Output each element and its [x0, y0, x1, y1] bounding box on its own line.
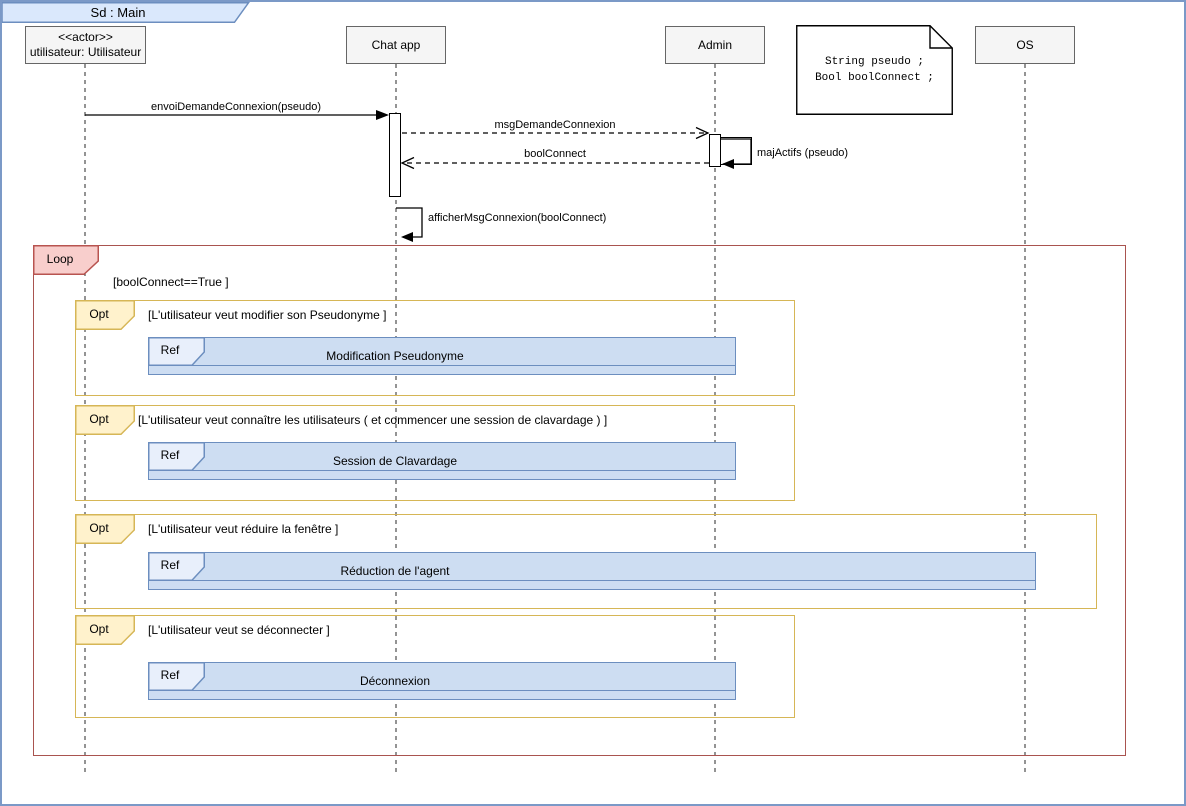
arrowhead-msgDemandeConnexion	[695, 126, 710, 140]
opt-frame-1	[75, 300, 795, 396]
note-shape	[796, 25, 953, 115]
opt-1-condition: [L'utilisateur veut modifier son Pseudon…	[148, 308, 387, 322]
diagram-title: Sd : Main	[90, 5, 146, 20]
activation-admin	[709, 134, 721, 167]
opt-3-label-text: Opt	[89, 521, 109, 535]
ref-divider	[149, 690, 735, 691]
ref-divider	[149, 470, 735, 471]
ref-4-text: Déconnexion	[359, 674, 431, 688]
arrowhead-afficherMsgConnexion	[401, 232, 413, 242]
note-line1: String pseudo ;	[824, 56, 925, 68]
loop-condition: [boolConnect==True ]	[113, 275, 229, 289]
arrow-afficherMsgConnexion-self	[396, 207, 423, 238]
ref-4-label: Ref	[147, 661, 205, 691]
ref-modification-pseudonyme: Ref Modification Pseudonyme	[147, 336, 736, 375]
loop-frame-label: Loop	[33, 245, 99, 275]
note-line2: Bool boolConnect ;	[815, 72, 934, 84]
ref-1-label-text: Ref	[160, 343, 180, 357]
message-label-msgDemandeConnexion: msgDemandeConnexion	[494, 119, 616, 131]
ref-reduction-agent: Ref Réduction de l'agent	[147, 551, 1036, 590]
opt-1-label-text: Opt	[89, 307, 109, 321]
actor-stereotype: <<actor>>	[58, 30, 113, 44]
lifeline-head-admin: Admin	[665, 26, 765, 64]
message-label-majActifs: majActifs (pseudo)	[757, 147, 849, 159]
opt-frame-3	[75, 514, 1097, 609]
opt-frame-2	[75, 405, 795, 501]
opt-frame-1-label: Opt	[75, 300, 135, 330]
ref-divider	[149, 365, 735, 366]
ref-1-text: Modification Pseudonyme	[326, 349, 464, 363]
lifeline-label-os: OS	[1016, 37, 1034, 52]
diagram-title-tab	[2, 2, 250, 23]
opt-4-label-text: Opt	[89, 622, 109, 636]
message-arrows	[85, 110, 752, 242]
ref-deconnexion: Ref Déconnexion	[147, 661, 736, 700]
activation-chat-app	[389, 113, 401, 197]
lifeline-head-chat-app: Chat app	[346, 26, 446, 64]
ref-1-label: Ref	[147, 336, 205, 366]
lifeline-label-admin: Admin	[697, 37, 732, 52]
ref-3-label-text: Ref	[160, 558, 180, 572]
opt-frame-2-label: Opt	[75, 405, 135, 435]
lifeline-head-utilisateur: <<actor>> utilisateur: Utilisateur	[25, 26, 146, 64]
message-label-envoiDemandeConnexion: envoiDemandeConnexion(pseudo)	[150, 101, 321, 113]
lifeline-label-chat-app: Chat app	[371, 37, 421, 52]
ref-3-label: Ref	[147, 551, 205, 581]
note: String pseudo ; Bool boolConnect ;	[796, 25, 953, 115]
ref-4-label-text: Ref	[160, 668, 180, 682]
message-label-boolConnect: boolConnect	[524, 148, 586, 160]
ref-session-clavardage: Ref Session de Clavardage	[147, 441, 736, 480]
ref-divider	[149, 580, 1035, 581]
opt-frame-3-label: Opt	[75, 514, 135, 544]
loop-frame	[33, 245, 1126, 756]
opt-3-condition: [L'utilisateur veut réduire la fenêtre ]	[148, 522, 339, 536]
opt-4-condition: [L'utilisateur veut se déconnecter ]	[148, 623, 330, 637]
self-call-box-majActifs	[721, 137, 752, 165]
ref-2-label: Ref	[147, 441, 205, 471]
ref-2-label-text: Ref	[160, 448, 180, 462]
message-label-afficherMsgConnexion: afficherMsgConnexion(boolConnect)	[428, 212, 607, 224]
opt-frame-4-label: Opt	[75, 615, 135, 645]
arrowhead-boolConnect	[400, 156, 415, 170]
note-text: String pseudo ; Bool boolConnect ;	[796, 25, 953, 115]
opt-2-condition: [L'utilisateur veut connaître les utilis…	[138, 413, 608, 427]
arrowhead-envoiDemandeConnexion	[376, 110, 389, 120]
lifeline-head-os: OS	[975, 26, 1075, 64]
loop-label-text: Loop	[46, 252, 74, 266]
ref-2-text: Session de Clavardage	[332, 454, 458, 468]
actor-name: utilisateur: Utilisateur	[29, 45, 142, 59]
ref-3-text: Réduction de l'agent	[340, 564, 450, 578]
opt-2-label-text: Opt	[89, 412, 109, 426]
opt-frame-4	[75, 615, 795, 718]
